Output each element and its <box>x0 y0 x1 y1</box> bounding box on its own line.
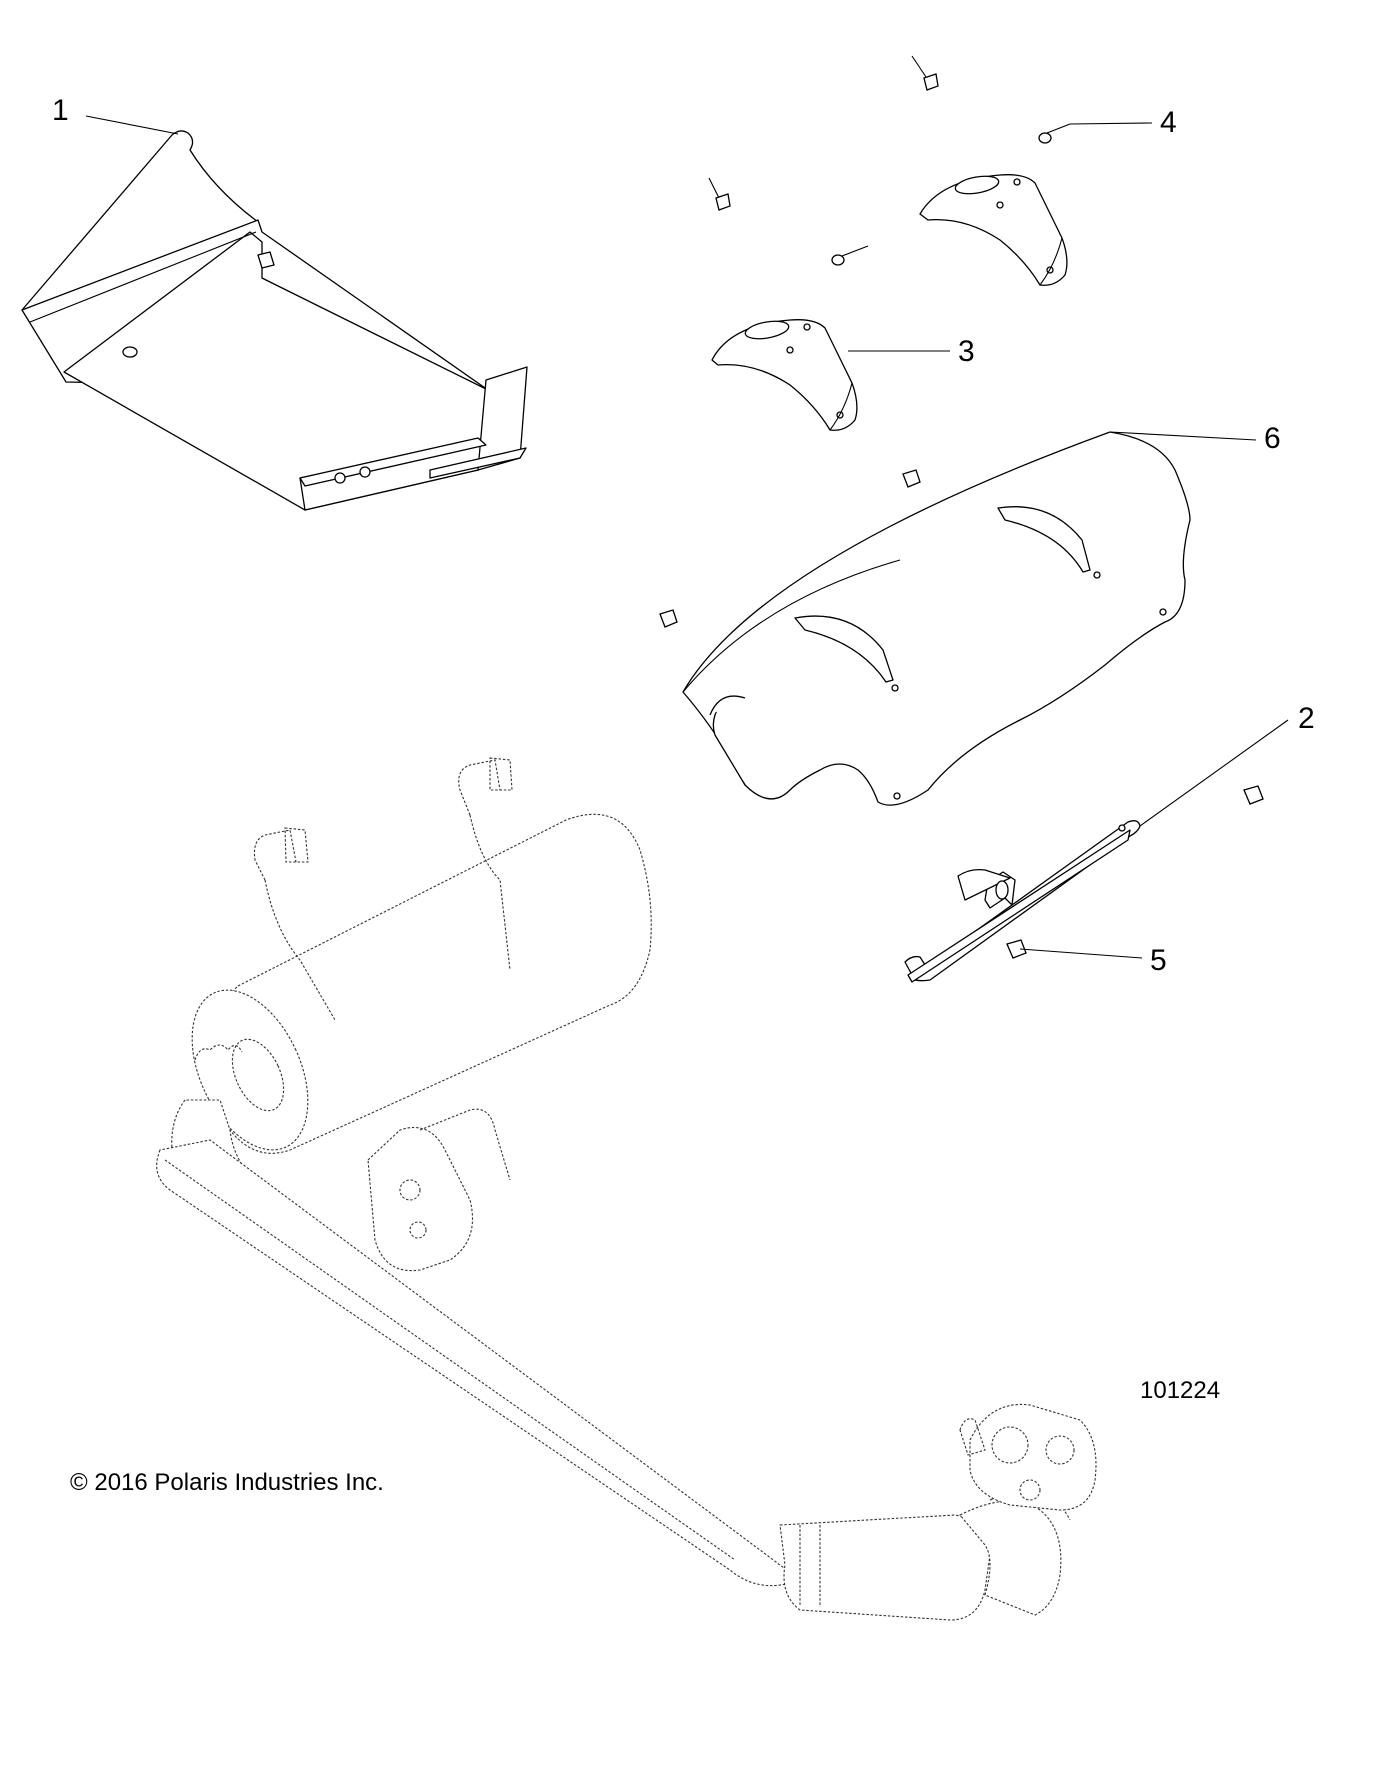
leader-4 <box>1069 122 1153 125</box>
nut-on-shield-top <box>902 469 921 488</box>
bolt-left <box>708 177 731 211</box>
pin-part-4-front <box>831 245 869 266</box>
callout-5: 5 <box>1150 944 1167 977</box>
leader-lines <box>85 115 1289 959</box>
bolt-bracket-right <box>1243 785 1264 805</box>
muffler-heat-shield-part-6 <box>682 431 1191 806</box>
small-heat-shield-part-3-front <box>711 319 858 431</box>
leader-1 <box>85 115 179 135</box>
nut-on-shield-left <box>659 609 678 628</box>
copyright-notice: © 2016 Polaris Industries Inc. <box>70 1469 384 1496</box>
callout-6: 6 <box>1264 422 1281 455</box>
pin-part-4-rear <box>1038 123 1071 144</box>
leader-5 <box>1019 948 1143 959</box>
callout-2: 2 <box>1298 702 1315 735</box>
bolt-part-5 <box>1006 939 1027 959</box>
heat-shield-part-1 <box>21 130 528 511</box>
small-heat-shield-part-3-rear <box>919 174 1068 286</box>
bolt-top <box>911 55 939 91</box>
callout-1: 1 <box>52 94 69 127</box>
callout-4: 4 <box>1160 106 1177 139</box>
leader-6 <box>1109 431 1257 441</box>
mounting-bracket-part-2 <box>904 820 1141 983</box>
figure-number: 101224 <box>1140 1377 1220 1404</box>
callout-3: 3 <box>958 335 975 368</box>
leader-2 <box>1139 719 1289 827</box>
exhaust-pipe-ghost <box>156 1099 1097 1621</box>
